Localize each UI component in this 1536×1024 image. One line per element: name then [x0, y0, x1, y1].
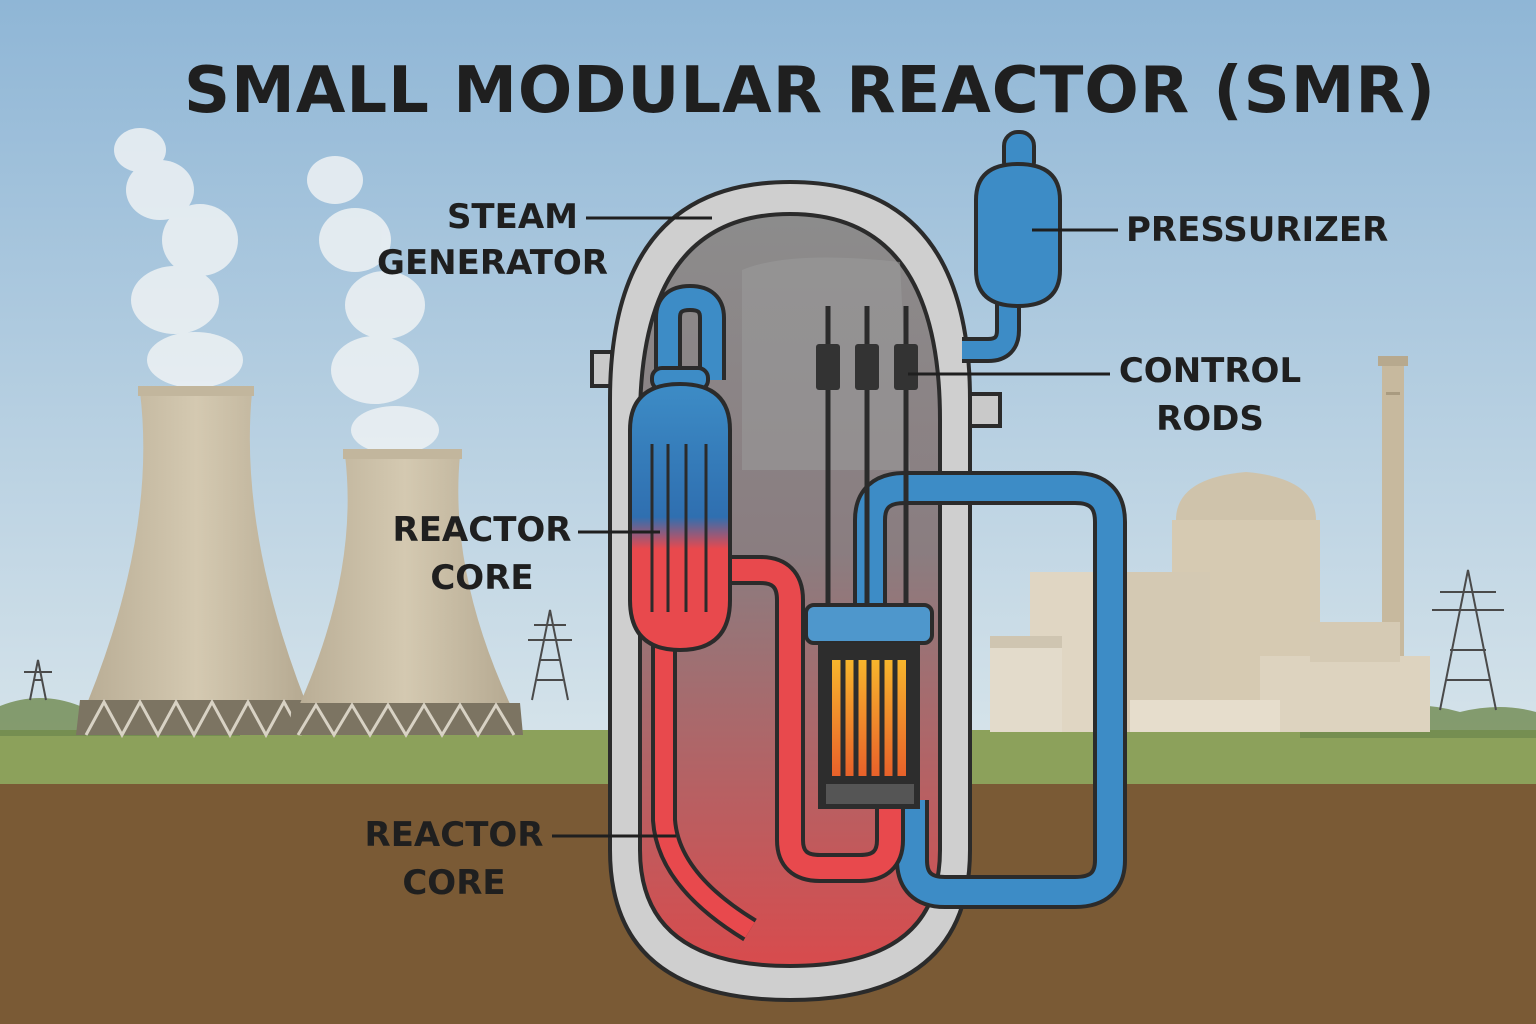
hot-leg-piping	[651, 555, 905, 942]
power-pylon-icon	[24, 569, 1504, 711]
label-reactor-core-lower-line1: REACTOR	[365, 815, 544, 855]
label-reactor-core-upper-line2: CORE	[430, 558, 533, 598]
label-control-rods-line2: RODS	[1156, 399, 1264, 439]
reactor-core	[804, 603, 934, 809]
label-pressurizer: PRESSURIZER	[1126, 210, 1388, 250]
cooling-tower-icon	[76, 386, 318, 739]
steam-generator	[628, 283, 732, 653]
control-rod-drive	[816, 344, 840, 390]
label-reactor-core-lower-line2: CORE	[402, 863, 505, 903]
steam-plumes	[114, 128, 439, 454]
control-rods	[816, 306, 918, 612]
control-rod-drive	[855, 344, 879, 390]
label-steam-generator-line2: GENERATOR	[377, 243, 608, 283]
label-control-rods-line1: CONTROL	[1119, 351, 1301, 391]
leader-lines	[552, 216, 1118, 838]
label-reactor-core-upper-line1: REACTOR	[393, 510, 572, 550]
cold-leg-piping	[853, 471, 1127, 909]
control-rod-drive	[894, 344, 918, 390]
cooling-tower-icon	[289, 449, 523, 738]
page-title: SMALL MODULAR REACTOR (SMR)	[184, 54, 1436, 128]
label-steam-generator-line1: STEAM	[447, 197, 578, 237]
pressurizer	[962, 130, 1062, 363]
